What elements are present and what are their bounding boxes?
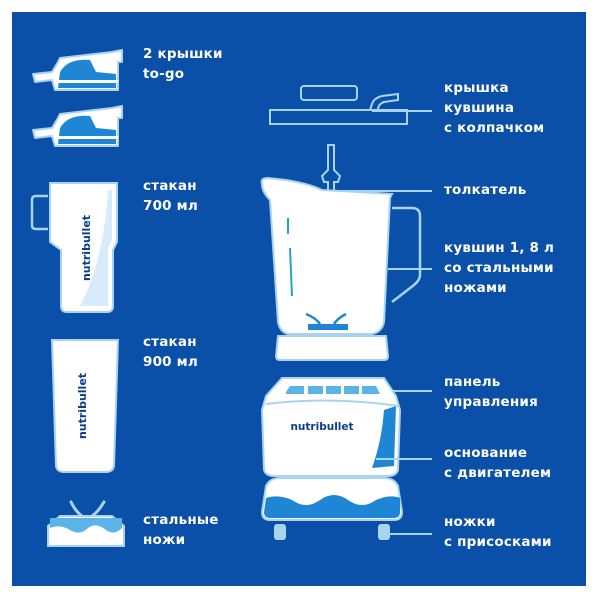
brand-logo-base: nutribullet (290, 421, 353, 433)
label-suction-feet: ножки с присосками (444, 514, 552, 550)
label-to-go-lids: 2 крышки to-go (143, 46, 223, 82)
label-cup-900: стакан 900 мл (143, 334, 199, 370)
leader-line-pitcher-lid (372, 110, 432, 112)
leader-line-suction-feet (390, 533, 432, 535)
to-go-lid-icon-1 (32, 49, 123, 91)
label-pitcher: кувшин 1, 8 л со стальными ножами (444, 240, 555, 296)
leader-line-tamper (338, 190, 432, 192)
label-steel-blades: стальные ножи (143, 512, 219, 548)
pitcher-icon (260, 176, 394, 361)
pitcher-handle-icon (391, 206, 422, 303)
steel-blades-icon (47, 500, 125, 547)
label-motor-base: основание с двигателем (444, 445, 552, 481)
label-pitcher-lid: крышка кувшина с колпачком (444, 80, 545, 136)
label-cup-700: стакан 700 мл (143, 178, 199, 214)
label-control-panel: панель управления (444, 374, 538, 410)
leader-line-motor-base (376, 458, 432, 460)
cup-700-icon: nutribullet (30, 182, 118, 313)
brand-logo-cup-900: nutribullet (76, 373, 89, 439)
motor-base-icon: nutribullet (260, 377, 404, 540)
control-panel-buttons (286, 386, 380, 394)
brand-logo-cup-700: nutribullet (80, 215, 93, 281)
suction-foot-right (378, 524, 390, 540)
cup-900-icon: nutribullet (50, 339, 120, 473)
label-tamper: толкатель (444, 182, 527, 198)
to-go-lid-icon-2 (32, 105, 123, 147)
tamper-icon (320, 144, 342, 193)
pitcher-lid-icon (269, 85, 408, 125)
leader-line-control-panel (392, 390, 432, 392)
suction-foot-left (274, 524, 286, 540)
leader-line-pitcher (388, 268, 432, 270)
